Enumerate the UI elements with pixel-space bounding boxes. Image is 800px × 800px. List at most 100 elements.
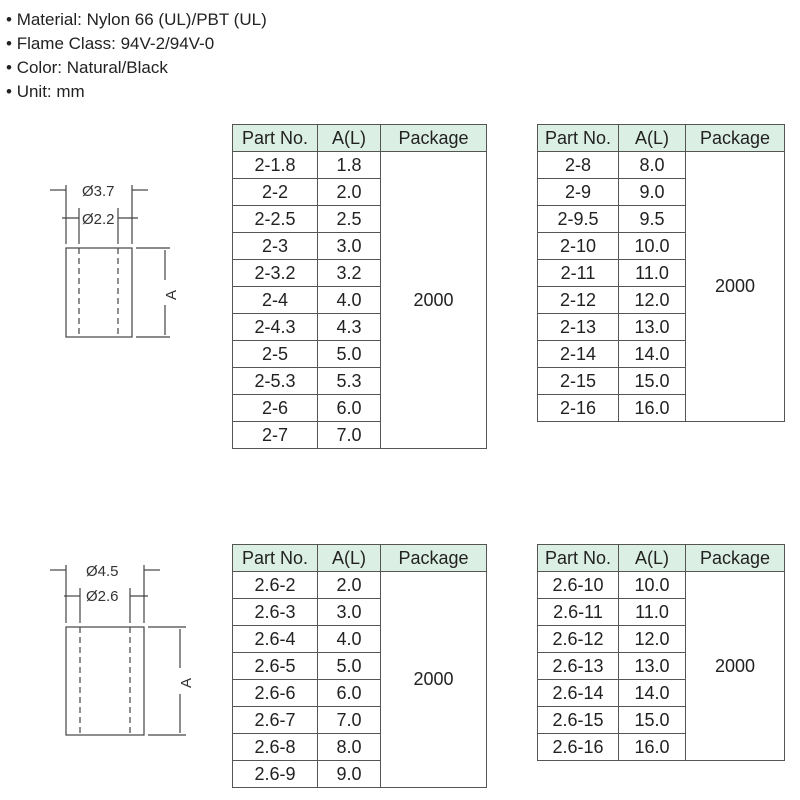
part-table: Part No. A(L) Package 2.6-2 2.0 2000 2.6… — [232, 544, 487, 788]
length-value: 14.0 — [618, 340, 686, 368]
length-value: 14.0 — [618, 679, 686, 707]
part-number: 2.6-7 — [232, 706, 318, 734]
outer-diameter-label: Ø3.7 — [82, 183, 115, 200]
part-number: 2.6-6 — [232, 679, 318, 707]
part-number: 2-4.3 — [232, 313, 318, 341]
length-value: 6.0 — [317, 679, 381, 707]
package-quantity: 2000 — [685, 151, 785, 422]
table-row: 2-12 12.0 — [537, 286, 785, 314]
length-value: 10.0 — [618, 571, 686, 599]
header-part-no: Part No. — [537, 124, 619, 152]
part-number: 2-14 — [537, 340, 619, 368]
part-number: 2-11 — [537, 259, 619, 287]
drawing-spacer-2: Ø4.5 Ø2.6 A — [50, 563, 195, 736]
header-a-length: A(L) — [317, 124, 381, 152]
table-row: 2-16 16.0 — [537, 394, 785, 422]
spec-material: Material: Nylon 66 (UL)/PBT (UL) — [6, 8, 267, 32]
part-number: 2.6-2 — [232, 571, 318, 599]
header-a-length: A(L) — [618, 124, 686, 152]
table-row: 2.6-4 4.0 — [232, 625, 487, 653]
table-row: 2.6-5 5.0 — [232, 652, 487, 680]
table-row: 2.6-8 8.0 — [232, 733, 487, 761]
table-row: 2-1.8 1.8 2000 — [232, 151, 487, 449]
length-value: 5.0 — [317, 652, 381, 680]
spec-list: Material: Nylon 66 (UL)/PBT (UL) Flame C… — [6, 8, 267, 104]
part-number: 2-2.5 — [232, 205, 318, 233]
part-number: 2-7 — [232, 421, 318, 449]
part-number: 2-5.3 — [232, 367, 318, 395]
length-value: 10.0 — [618, 232, 686, 260]
length-label: A — [163, 290, 180, 300]
part-number: 2-4 — [232, 286, 318, 314]
table-header: Part No. A(L) Package — [232, 544, 487, 572]
part-number: 2-15 — [537, 367, 619, 395]
table-row: 2-3.2 3.2 — [232, 259, 487, 287]
part-number: 2-5 — [232, 340, 318, 368]
length-value: 2.0 — [317, 571, 381, 599]
spec-unit: Unit: mm — [6, 80, 267, 104]
part-number: 2-8 — [537, 151, 619, 179]
table-row: 2-3 3.0 — [232, 232, 487, 260]
table-row: 2-5 5.0 — [232, 340, 487, 368]
spec-flame-class: Flame Class: 94V-2/94V-0 — [6, 32, 267, 56]
length-value: 16.0 — [618, 394, 686, 422]
header-package: Package — [380, 544, 487, 572]
spec-color: Color: Natural/Black — [6, 56, 267, 80]
package-quantity: 2000 — [380, 571, 487, 788]
table-row: 2.6-2 2.0 2000 — [232, 571, 487, 788]
table-row: 2.6-12 12.0 — [537, 625, 785, 653]
length-value: 15.0 — [618, 706, 686, 734]
length-value: 8.0 — [618, 151, 686, 179]
length-value: 9.5 — [618, 205, 686, 233]
length-value: 12.0 — [618, 286, 686, 314]
length-value: 11.0 — [618, 598, 686, 626]
table-row: 2-10 10.0 — [537, 232, 785, 260]
part-number: 2-13 — [537, 313, 619, 341]
part-number: 2-6 — [232, 394, 318, 422]
part-number: 2.6-8 — [232, 733, 318, 761]
length-label: A — [178, 678, 195, 688]
table-row: 2.6-16 16.0 — [537, 733, 785, 761]
table-row: 2.6-9 9.0 — [232, 760, 487, 788]
length-value: 13.0 — [618, 652, 686, 680]
length-value: 4.3 — [317, 313, 381, 341]
part-number: 2.6-15 — [537, 706, 619, 734]
length-value: 2.0 — [317, 178, 381, 206]
part-number: 2.6-16 — [537, 733, 619, 761]
table-row: 2-5.3 5.3 — [232, 367, 487, 395]
length-value: 12.0 — [618, 625, 686, 653]
header-package: Package — [685, 544, 785, 572]
part-number: 2.6-12 — [537, 625, 619, 653]
part-table: Part No. A(L) Package 2-1.8 1.8 2000 2-2… — [232, 124, 487, 449]
header-part-no: Part No. — [232, 124, 318, 152]
header-package: Package — [685, 124, 785, 152]
table-header: Part No. A(L) Package — [537, 544, 785, 572]
table-row: 2-15 15.0 — [537, 367, 785, 395]
header-part-no: Part No. — [537, 544, 619, 572]
package-quantity: 2000 — [685, 571, 785, 761]
length-value: 1.8 — [317, 151, 381, 179]
length-value: 8.0 — [317, 733, 381, 761]
part-number: 2-9 — [537, 178, 619, 206]
length-value: 9.0 — [618, 178, 686, 206]
part-number: 2-3.2 — [232, 259, 318, 287]
part-number: 2-16 — [537, 394, 619, 422]
header-a-length: A(L) — [618, 544, 686, 572]
table-row: 2.6-11 11.0 — [537, 598, 785, 626]
length-value: 7.0 — [317, 421, 381, 449]
part-number: 2-10 — [537, 232, 619, 260]
table-row: 2-7 7.0 — [232, 421, 487, 449]
part-table: Part No. A(L) Package 2-8 8.0 2000 2-9 9… — [537, 124, 785, 422]
part-number: 2.6-5 — [232, 652, 318, 680]
table-row: 2-9.5 9.5 — [537, 205, 785, 233]
length-value: 5.3 — [317, 367, 381, 395]
table-header: Part No. A(L) Package — [232, 124, 487, 152]
table-row: 2-13 13.0 — [537, 313, 785, 341]
length-value: 16.0 — [618, 733, 686, 761]
length-value: 2.5 — [317, 205, 381, 233]
header-package: Package — [380, 124, 487, 152]
part-number: 2.6-3 — [232, 598, 318, 626]
table-row: 2.6-6 6.0 — [232, 679, 487, 707]
